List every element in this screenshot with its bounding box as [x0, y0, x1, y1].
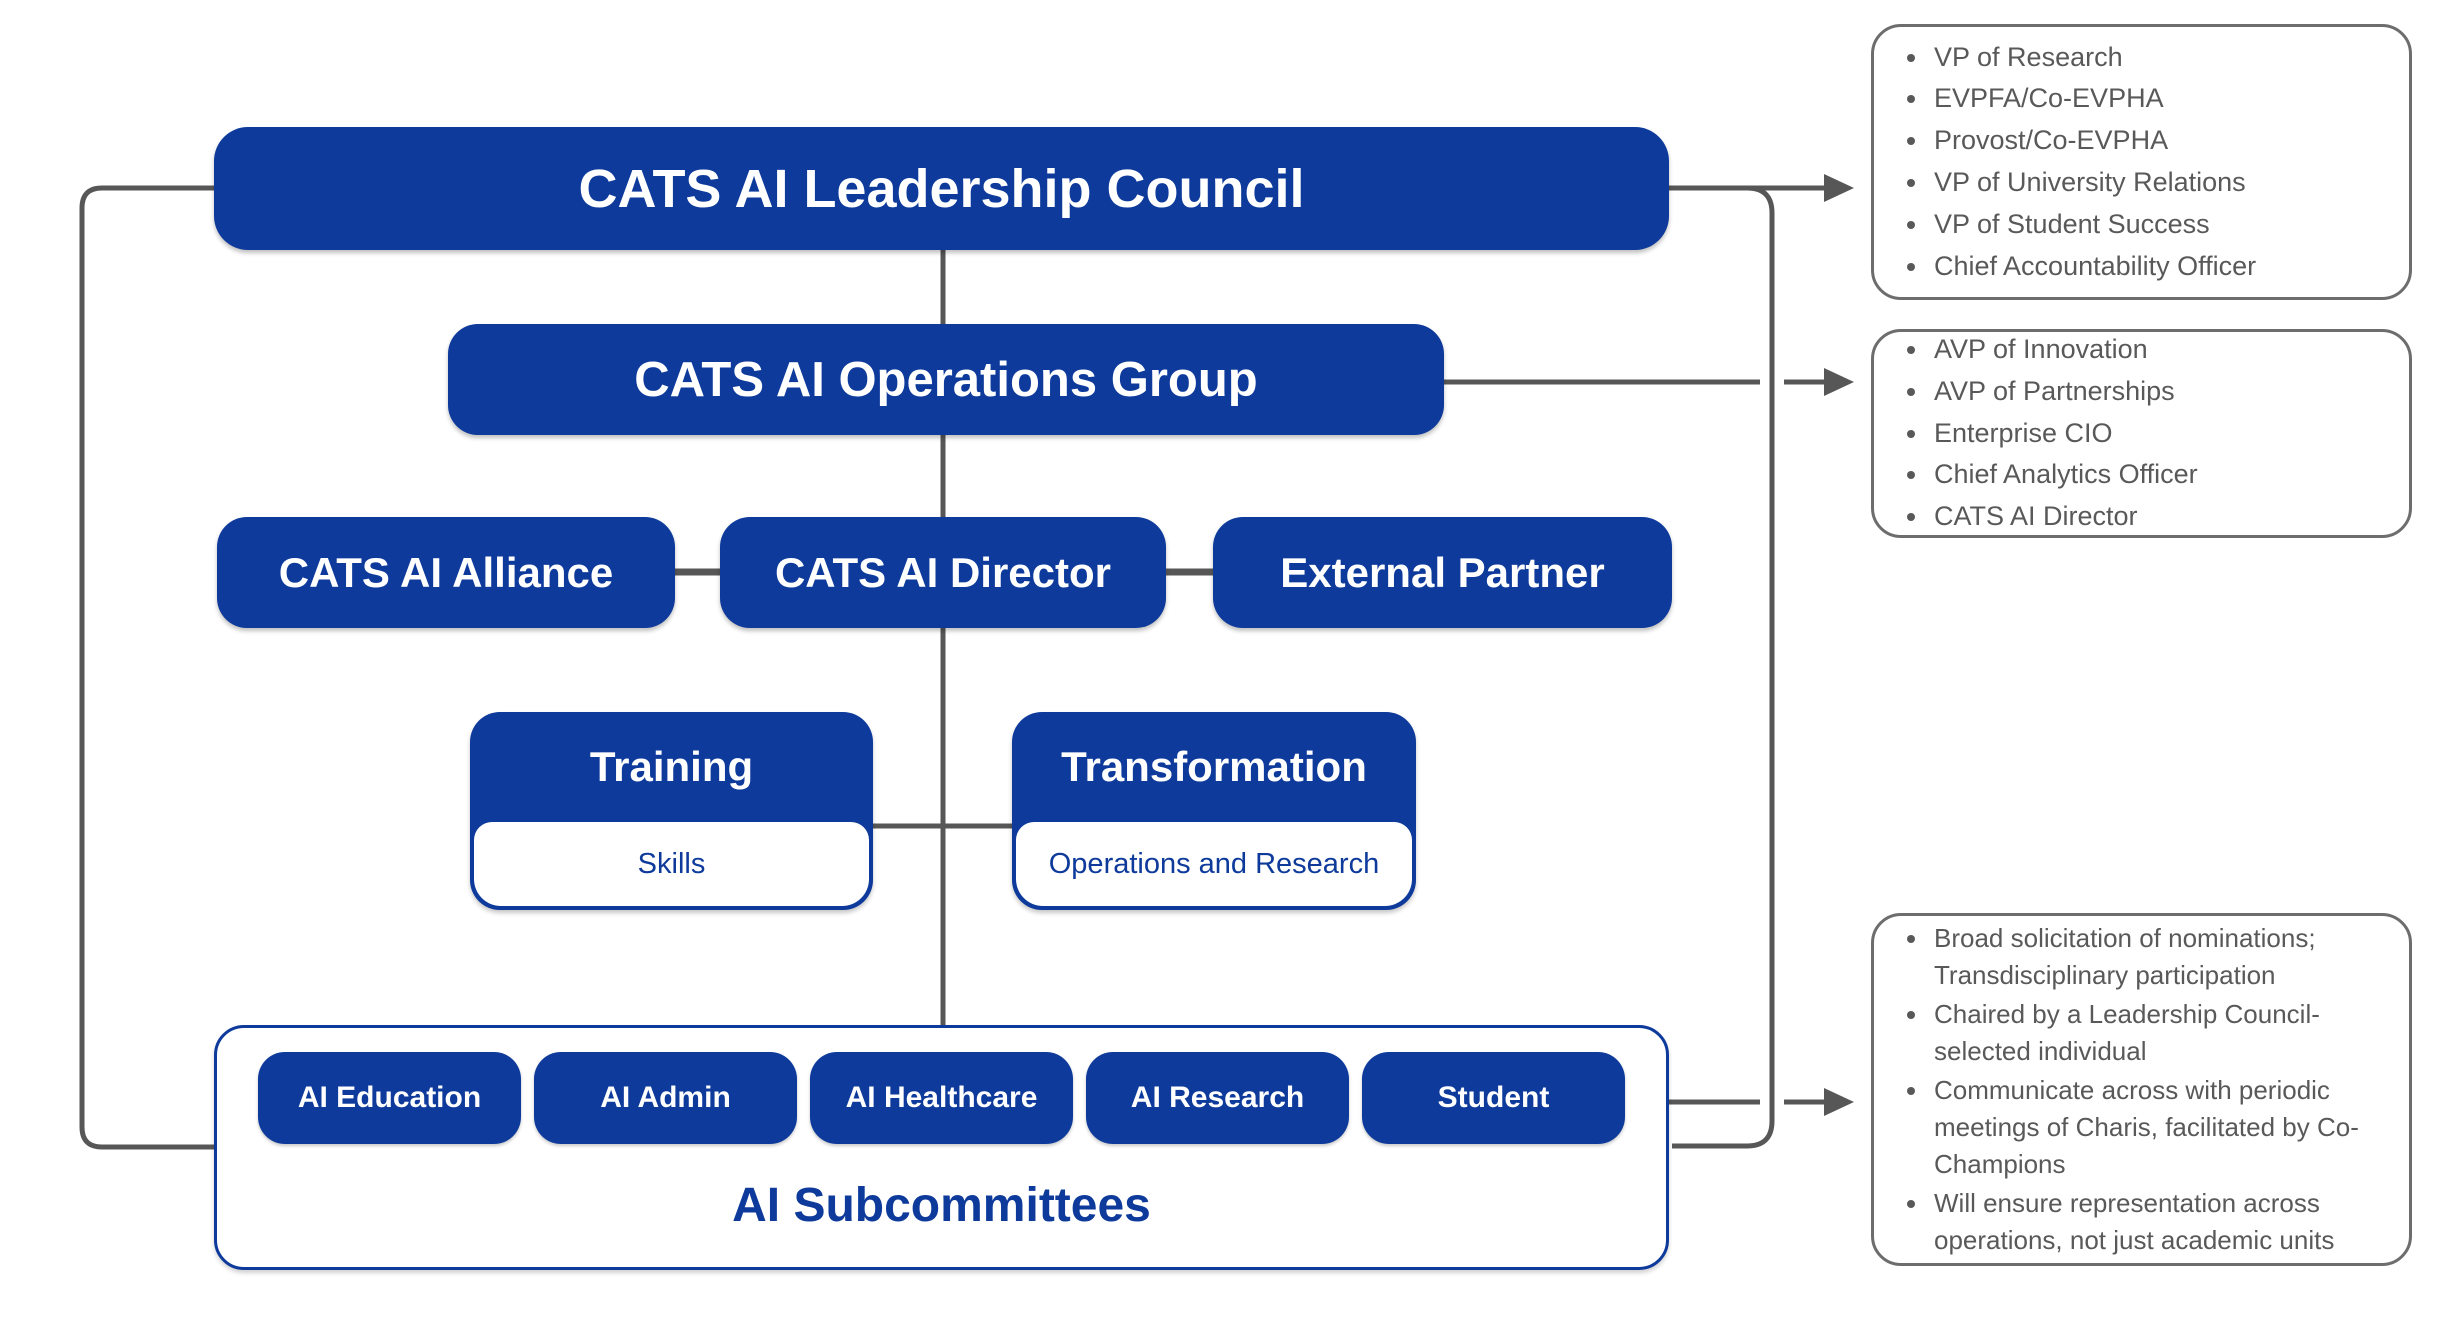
callout-list-item: CATS AI Director	[1930, 498, 2385, 536]
callout-list-item: VP of Research	[1930, 39, 2385, 77]
callout-list-item: VP of University Relations	[1930, 164, 2385, 202]
callout-operations-members: AVP of InnovationAVP of PartnershipsEnte…	[1871, 329, 2412, 538]
node-external-partner-label: External Partner	[1280, 548, 1605, 596]
subcommittee-pill: AI Research	[1086, 1052, 1349, 1144]
callout-list-item: Chief Analytics Officer	[1930, 456, 2385, 494]
arrowhead-leadership-icon	[1824, 174, 1854, 202]
node-transformation-label: Transformation	[1061, 743, 1367, 790]
callout-list-item: AVP of Partnerships	[1930, 373, 2385, 411]
callout-list-item: AVP of Innovation	[1930, 331, 2385, 369]
callout-list-item: Chief Accountability Officer	[1930, 248, 2385, 286]
callout-operations-list: AVP of InnovationAVP of PartnershipsEnte…	[1898, 327, 2385, 540]
node-training-header: Training	[470, 712, 873, 822]
group-ai-subcommittees-title: AI Subcommittees	[258, 1144, 1625, 1267]
node-leadership-council: CATS AI Leadership Council	[214, 127, 1669, 250]
callout-list-item: Broad solicitation of nominations; Trans…	[1930, 920, 2385, 994]
callout-list-item: Communicate across with periodic meeting…	[1930, 1072, 2385, 1183]
node-transformation-body: Operations and Research	[1016, 822, 1412, 906]
node-ai-director: CATS AI Director	[720, 517, 1166, 628]
connector-right-trunk	[1672, 185, 1775, 1149]
node-ai-director-label: CATS AI Director	[774, 548, 1112, 596]
callout-list-item: Chaired by a Leadership Council-selected…	[1930, 996, 2385, 1070]
node-transformation-header: Transformation	[1012, 712, 1416, 822]
node-operations-group-label: CATS AI Operations Group	[634, 352, 1258, 407]
callout-subcommittees-list: Broad solicitation of nominations; Trans…	[1898, 918, 2385, 1260]
subcommittee-pill: Student	[1362, 1052, 1625, 1144]
node-transformation-sublabel: Operations and Research	[1048, 847, 1380, 880]
subcommittee-pill: AI Admin	[534, 1052, 797, 1144]
subcommittee-pill: AI Education	[258, 1052, 521, 1144]
arrowhead-operations-icon	[1824, 368, 1854, 396]
arrowhead-subcommittees-icon	[1824, 1088, 1854, 1116]
node-training-body: Skills	[474, 822, 869, 906]
node-ai-alliance: CATS AI Alliance	[217, 517, 675, 628]
node-leadership-council-label: CATS AI Leadership Council	[578, 158, 1305, 219]
node-transformation: Transformation Operations and Research	[1012, 712, 1416, 910]
callout-list-item: Enterprise CIO	[1930, 415, 2385, 453]
callout-leadership-list: VP of ResearchEVPFA/Co-EVPHA Provost/Co-E…	[1898, 35, 2385, 290]
callout-list-item: Provost/Co-EVPHA	[1930, 122, 2385, 160]
node-training: Training Skills	[470, 712, 873, 910]
node-ai-alliance-label: CATS AI Alliance	[278, 548, 614, 596]
group-title-text: AI Subcommittees	[732, 1179, 1151, 1232]
node-training-label: Training	[589, 743, 754, 790]
subcommittee-pill: AI Healthcare	[810, 1052, 1073, 1144]
callout-list-item: EVPFA/Co-EVPHA	[1930, 80, 2385, 118]
connector-left-bracket	[79, 185, 214, 1150]
node-operations-group: CATS AI Operations Group	[448, 324, 1444, 435]
callout-subcommittee-notes: Broad solicitation of nominations; Trans…	[1871, 913, 2412, 1266]
callout-list-item: Will ensure representation across operat…	[1930, 1185, 2385, 1259]
node-training-sublabel: Skills	[637, 847, 706, 880]
callout-leadership-members: VP of ResearchEVPFA/Co-EVPHA Provost/Co-E…	[1871, 24, 2412, 300]
callout-list-item: VP of Student Success	[1930, 206, 2385, 244]
node-external-partner: External Partner	[1213, 517, 1672, 628]
